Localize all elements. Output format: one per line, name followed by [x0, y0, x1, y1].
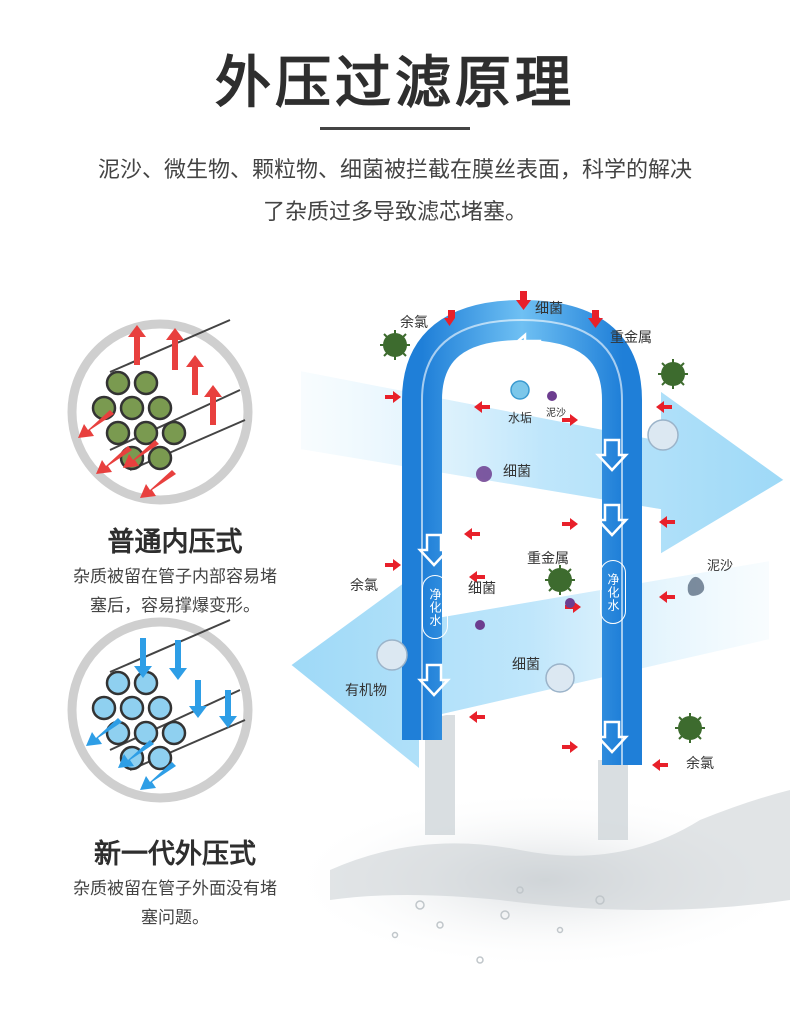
red-arrow-down — [516, 291, 531, 310]
label-scale: 水垢 — [508, 411, 533, 425]
red-arrow-right — [385, 559, 401, 571]
red-arrow-left — [656, 401, 672, 413]
label-residual-chlorine: 余氯 — [400, 315, 428, 331]
virus-icon — [675, 713, 705, 743]
internal-pressure-desc-2: 塞后，容易撑爆变形。 — [90, 596, 260, 616]
sand-particle-icon — [687, 576, 705, 596]
title-divider — [320, 127, 470, 130]
internal-pressure-desc-1: 杂质被留在管子内部容易堵 — [73, 567, 277, 587]
water-stream-right — [598, 760, 628, 840]
label-purified-water-left: 净化水 — [422, 575, 448, 639]
organic-particle-icon — [376, 639, 408, 671]
red-arrow-right — [385, 391, 401, 403]
description-line-1: 泥沙、微生物、颗粒物、细菌被拦截在膜丝表面，科学的解决 — [97, 158, 692, 183]
label-bacteria: 细菌 — [535, 301, 563, 317]
label-bacteria: 细菌 — [503, 464, 531, 480]
water-droplets — [391, 886, 605, 964]
red-arrow-left — [652, 759, 668, 771]
label-heavy-metal: 重金属 — [527, 551, 569, 567]
virus-icon — [380, 330, 410, 360]
red-arrow-left — [469, 571, 485, 583]
label-bacteria: 细菌 — [468, 581, 496, 597]
description-line-2: 了杂质过多导致滤芯堵塞。 — [262, 200, 527, 225]
u-pipe-highlight — [421, 318, 623, 765]
bacteria-icon — [565, 598, 575, 608]
internal-pressure-caption: 普通内压式 杂质被留在管子内部容易堵 塞后，容易撑爆变形。 — [20, 520, 330, 621]
virus-icon — [545, 565, 575, 595]
pipe-flow-arrows — [417, 332, 629, 754]
external-pressure-caption: 新一代外压式 杂质被留在管子外面没有堵 塞问题。 — [20, 832, 330, 933]
label-sediment: 泥沙 — [707, 559, 734, 574]
page-title: 外压过滤原理 — [215, 51, 575, 116]
label-residual-chlorine: 余氯 — [350, 578, 378, 594]
label-sediment-small: 泥沙 — [546, 408, 566, 419]
internal-pressure-heading: 普通内压式 — [107, 527, 243, 558]
red-arrow-right — [562, 414, 578, 426]
label-purified-water-right: 净化水 — [600, 560, 626, 624]
label-organic-matter: 有机物 — [345, 683, 387, 699]
red-arrow-right — [562, 518, 578, 530]
internal-pressure-icon — [67, 319, 253, 505]
organic-particle-icon — [545, 663, 575, 693]
water-surface — [330, 790, 790, 910]
red-arrow-left — [659, 516, 675, 528]
flow-arrow-right — [299, 368, 787, 557]
red-arrow-left — [659, 591, 675, 603]
label-heavy-metal: 重金属 — [610, 330, 652, 346]
external-pressure-desc-1: 杂质被留在管子外面没有堵 — [73, 879, 277, 899]
label-residual-chlorine: 余氯 — [686, 756, 714, 772]
red-arrow-down — [588, 310, 603, 328]
organic-particle-icon — [647, 419, 679, 451]
red-arrow-left — [464, 528, 480, 540]
red-arrows — [385, 291, 675, 771]
external-pressure-icon — [67, 617, 253, 803]
external-pressure-desc-2: 塞问题。 — [141, 908, 209, 928]
red-arrow-left — [469, 711, 485, 723]
virus-icon — [658, 359, 688, 389]
label-bacteria: 细菌 — [512, 657, 540, 673]
external-pressure-heading: 新一代外压式 — [94, 839, 256, 870]
red-arrow-right — [562, 741, 578, 753]
sediment-particle-icon — [547, 391, 557, 401]
bacteria-icon — [476, 466, 492, 482]
red-arrow-left — [474, 401, 490, 413]
red-arrow-down — [444, 310, 455, 326]
bacteria-icon — [475, 620, 485, 630]
scale-particle-icon — [510, 380, 530, 400]
